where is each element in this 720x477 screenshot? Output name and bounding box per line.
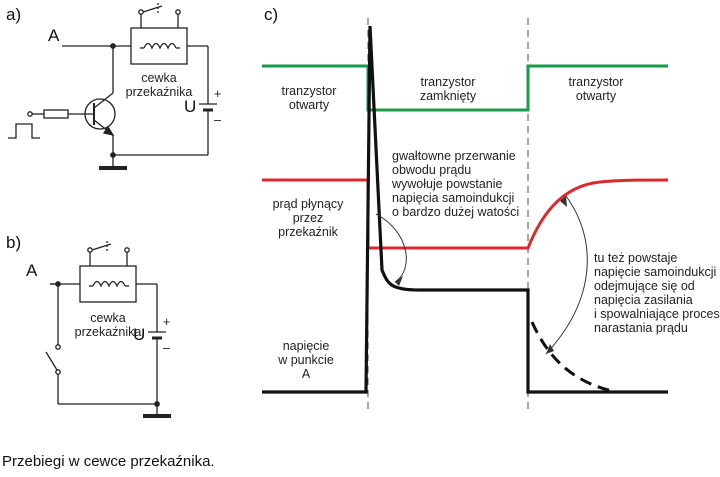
current-label-line: przekaźnik xyxy=(278,225,338,239)
voltage-dip-trace xyxy=(530,321,612,392)
state-label-line: tranzystor xyxy=(421,75,476,89)
coil-label-line: cewka xyxy=(141,71,176,85)
supply-label: U xyxy=(184,97,196,116)
annotation-rise: tu też powstaje napięcie samoindukcji od… xyxy=(594,251,720,335)
voltage-label: napięcie w punkcie A xyxy=(277,339,334,381)
coil-label-line: przekaźnika xyxy=(126,85,193,99)
annotation-line: odejmujące się od xyxy=(594,279,695,293)
contact-blade xyxy=(142,5,163,13)
coil-label-line: cewka xyxy=(90,311,125,325)
coil-icon xyxy=(92,280,126,288)
voltage-label-line: napięcie xyxy=(283,339,330,353)
panel-label-a: a) xyxy=(6,5,21,24)
annotation-break: gwałtowne przerwanie obwodu prądu wywołu… xyxy=(391,149,519,219)
annotation-line: napięcia samoindukcji xyxy=(392,191,514,205)
voltage-a-trace xyxy=(262,25,668,394)
current-label-line: przez xyxy=(293,211,324,225)
annotation-line: napięcie samoindukcji xyxy=(594,265,716,279)
plus-sign: + xyxy=(214,87,221,101)
coil-icon xyxy=(143,42,177,50)
annotation-line: o bardzo dużej watości xyxy=(392,205,519,219)
switch-blade xyxy=(45,351,58,371)
coil-label-line: przekaźnika xyxy=(75,325,142,339)
state-label-closed: tranzystor zamknięty xyxy=(420,75,477,103)
state-label-open-left: tranzystor otwarty xyxy=(282,84,337,112)
annotation-line: narastania prądu xyxy=(594,321,688,335)
panel-label-b: b) xyxy=(6,233,21,252)
schematic-b xyxy=(45,241,171,418)
state-label-line: otwarty xyxy=(289,98,330,112)
state-label-line: zamknięty xyxy=(420,89,477,103)
state-label-line: tranzystor xyxy=(282,84,337,98)
contact-terminal xyxy=(138,9,144,15)
current-label: prąd płynący przez przekaźnik xyxy=(273,197,345,239)
annotation-line: napięcia zasilania xyxy=(594,293,693,307)
annotation-arrow xyxy=(375,213,407,283)
annotation-line: gwałtowne przerwanie xyxy=(392,149,516,163)
annotation-line: tu też powstaje xyxy=(594,251,677,265)
node-a-label: A xyxy=(48,26,60,45)
minus-sign: – xyxy=(163,341,170,355)
voltage-label-line: A xyxy=(302,367,311,381)
figure-caption: Przebiegi w cewce przekaźnika. xyxy=(2,453,215,470)
current-label-line: prąd płynący xyxy=(273,197,345,211)
schematic-a xyxy=(8,3,217,170)
annotation-line: obwodu prądu xyxy=(392,163,471,177)
state-label-open-right: tranzystor otwarty xyxy=(569,75,624,103)
annotation-line: i spowalniające proces xyxy=(594,307,720,321)
waveform-panel xyxy=(262,18,669,412)
switch-terminal xyxy=(55,344,61,350)
annotation-line: wywołuje powstanie xyxy=(391,177,503,191)
supply-label: U xyxy=(133,325,145,344)
state-label-line: tranzystor xyxy=(569,75,624,89)
minus-sign: – xyxy=(214,113,221,127)
plus-sign: + xyxy=(163,315,170,329)
relay-current-trace xyxy=(262,178,669,250)
annotation-arrow xyxy=(545,195,588,355)
state-label-line: otwarty xyxy=(576,89,617,103)
node-a-label: A xyxy=(26,261,38,280)
pulse-icon xyxy=(8,123,40,139)
voltage-label-line: w punkcie xyxy=(277,353,334,367)
transistor-state-trace xyxy=(262,64,668,112)
panel-label-c: c) xyxy=(264,5,278,24)
base-resistor xyxy=(43,109,69,119)
